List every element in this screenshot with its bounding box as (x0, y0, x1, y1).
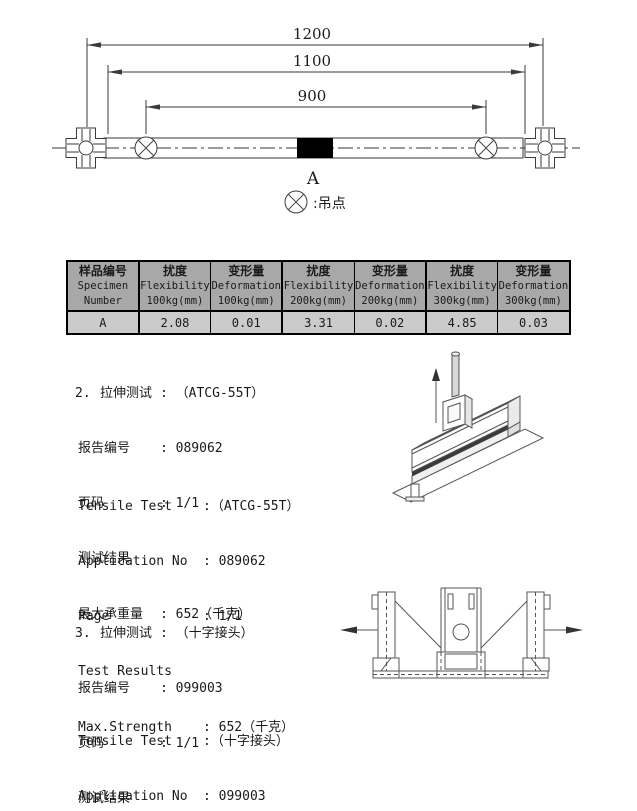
cross-connector-right (524, 127, 566, 169)
clamp-block-side (464, 394, 473, 429)
col-header-specimen: 样品编号 Specimen Number (66, 260, 140, 312)
cell-def300: 0.03 (497, 310, 571, 335)
arrowhead (146, 104, 160, 110)
text-line: Test Results (78, 664, 172, 680)
col-header-flex200: 扰度 Flexibility 200kg(mm) (281, 260, 355, 312)
text-line: Tensile Test:（十字接头） (78, 733, 289, 749)
section3-english: Tensile Test:（十字接头） Application No: 0990… (75, 696, 294, 811)
right-foot (522, 657, 550, 672)
col-header-def100: 变形量 Deformation 100kg(mm) (210, 260, 283, 312)
tensile-test-isometric-figure (391, 351, 545, 503)
bolt-hole (452, 623, 470, 641)
arrowhead (87, 42, 101, 48)
dim-label-1200: 1200 (293, 25, 331, 43)
table-header-row: 样品编号 Specimen Number 扰度 Flexibility 100k… (66, 260, 571, 312)
beam-end-base (405, 496, 425, 502)
lifting-point-icon (134, 136, 158, 160)
lifting-point-legend-icon (284, 190, 308, 214)
left-brace (394, 600, 442, 649)
arrowhead (108, 69, 122, 75)
arrowhead (511, 69, 525, 75)
col-header-flex100: 扰度 Flexibility 100kg(mm) (137, 260, 212, 312)
cell-specimen: A (66, 310, 140, 335)
specimen-table: 样品编号 Specimen Number 扰度 Flexibility 100k… (66, 260, 571, 335)
text-line: 最大承重量: 652（千克） (78, 606, 252, 622)
channel-clamp (436, 651, 486, 672)
channel-slot (468, 593, 475, 610)
text-line: 报告编号: 089062 (78, 441, 223, 457)
legend-label: :吊点 (313, 196, 346, 212)
cell-flex300: 4.85 (424, 310, 499, 335)
text-line: Tensile Test:（ATCG-55T） (78, 498, 300, 514)
dim-label-900: 900 (298, 87, 327, 105)
col-header-def300: 变形量 Deformation 300kg(mm) (497, 260, 571, 312)
cell-def100: 0.01 (210, 310, 283, 335)
beam-dimension-diagram: 1200 1100 900 A :吊点 (52, 25, 580, 214)
section-number: 2. (75, 385, 91, 401)
col-header-flex300: 扰度 Flexibility 300kg(mm) (424, 260, 499, 312)
text-line: Page: 1/1 (78, 609, 243, 625)
block-label: A (306, 169, 320, 189)
left-foot (372, 657, 400, 672)
cell-def200: 0.02 (353, 310, 427, 335)
table-row: A 2.08 0.01 3.31 0.02 4.85 0.03 (66, 310, 571, 335)
text-line: Application No: 089062 (78, 554, 266, 570)
cross-joint-tensile-figure (340, 587, 583, 679)
text-line: 3.拉伸测试: （十字接头） (75, 625, 254, 643)
rod-cap (451, 351, 460, 357)
text-line: Max.Strength: 652（千克） (78, 719, 295, 735)
tension-rod (451, 352, 460, 398)
cell-flex100: 2.08 (137, 310, 212, 335)
cell-flex200: 3.31 (281, 310, 355, 335)
arrowhead (529, 42, 543, 48)
beam-end-foot (410, 483, 420, 498)
right-arrow-icon (566, 626, 583, 634)
section2-chinese: 2.拉伸测试: （ATCG-55T） 报告编号: 089062 页码: 1/1 … (75, 348, 264, 661)
beam-end-cap-lower (507, 421, 521, 438)
text-line: 测试结果 (78, 791, 131, 807)
beam-groove-band (412, 425, 508, 476)
col-header-def200: 变形量 Deformation 200kg(mm) (353, 260, 427, 312)
section-number: 3. (75, 625, 91, 641)
text-line: Application No: 099003 (78, 789, 266, 805)
arrowhead (472, 104, 486, 110)
text-line: 测试结果 (78, 551, 131, 567)
load-block (297, 138, 333, 158)
clamp-block-slot (447, 402, 461, 424)
text-line: 2.拉伸测试: （ATCG-55T） (75, 385, 264, 403)
lifting-point-icon (474, 136, 498, 160)
up-arrow-icon (432, 368, 440, 381)
section2-english: Tensile Test:（ATCG-55T） Application No: … (75, 461, 299, 774)
right-tab (543, 594, 551, 610)
right-brace (480, 600, 528, 649)
cross-connector-left (65, 127, 107, 169)
text-line: 页码: 1/1 (78, 496, 200, 512)
text-line: 页码: 1/1 (78, 736, 200, 752)
section3-chinese: 3.拉伸测试: （十字接头） 报告编号: 099003 页码: 1/1 测试结果… (75, 588, 254, 811)
dim-label-1100: 1100 (293, 52, 331, 70)
left-tab (371, 594, 379, 610)
channel-slot (447, 593, 454, 610)
text-line: 报告编号: 099003 (78, 681, 223, 697)
left-arrow-icon (340, 626, 357, 634)
